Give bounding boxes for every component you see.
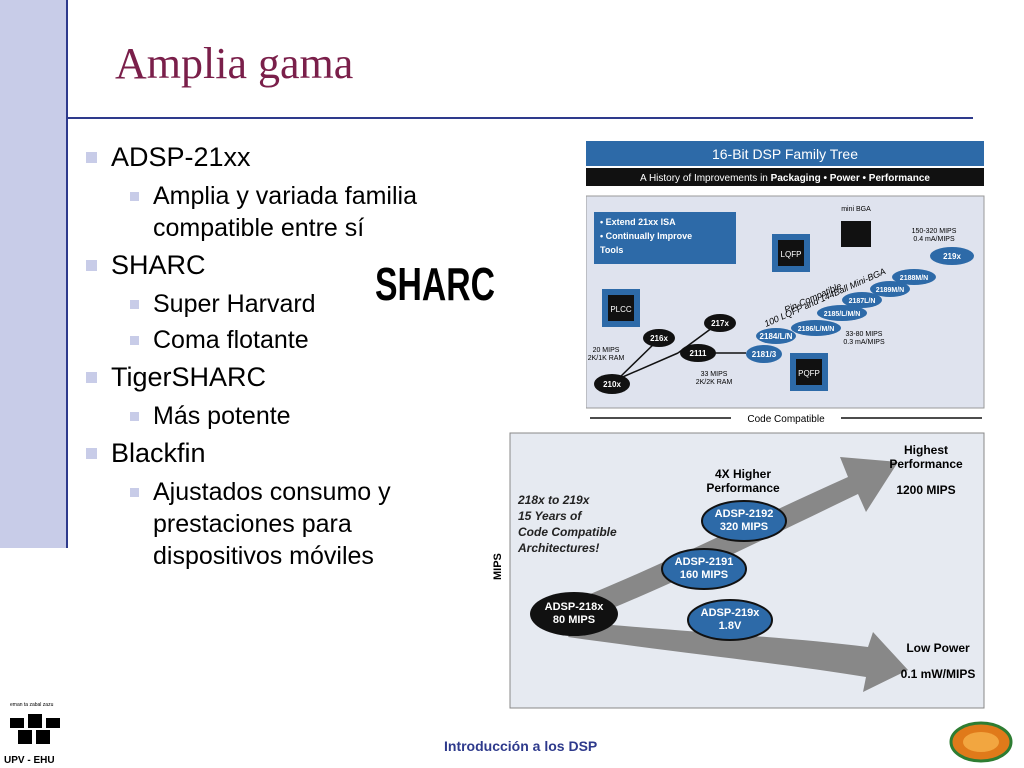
sharc-logo: SHARC [375,258,495,306]
svg-text:• Continually Improve: • Continually Improve [600,231,692,241]
chip-lqfp: LQFP [772,234,810,272]
svg-text:ADSP-218x: ADSP-218x [545,601,605,613]
bullet-square-icon [86,260,97,271]
svg-text:218x to 219x: 218x to 219x [517,493,591,507]
svg-text:33-80 MIPS: 33-80 MIPS [846,331,883,338]
svg-text:Code Compatible: Code Compatible [518,525,617,539]
svg-text:Tools: Tools [600,245,623,255]
svg-text:216x: 216x [650,334,668,343]
svg-text:20 MIPS: 20 MIPS [593,347,620,354]
bullet-adsp: ADSP-21xx [86,140,506,174]
svg-text:15 Years of: 15 Years of [518,509,582,523]
svg-text:Code Compatible: Code Compatible [747,414,825,424]
svg-text:ADSP-219x: ADSP-219x [701,607,761,619]
svg-text:Architectures!: Architectures! [517,541,599,555]
dsp-family-tree: 16-Bit DSP Family Tree A History of Impr… [586,141,985,424]
svg-text:2184/L/N: 2184/L/N [760,332,793,341]
svg-text:150-320 MIPS: 150-320 MIPS [912,228,957,235]
sub-bullet: Ajustados consumo y prestaciones para di… [130,476,506,572]
svg-text:2K/2K RAM: 2K/2K RAM [696,379,733,386]
svg-text:2186/L/M/N: 2186/L/M/N [798,326,835,333]
svg-text:PLCC: PLCC [610,305,632,314]
svg-text:Low Power: Low Power [906,641,970,655]
bullet-square-icon [86,448,97,459]
svg-text:1200 MIPS: 1200 MIPS [896,483,955,497]
bullet-square-icon [130,488,139,497]
svg-text:4X Higher: 4X Higher [715,467,771,481]
svg-text:SHARC: SHARC [375,258,495,306]
tree-header-bar [586,141,984,166]
mips-panel [509,432,985,709]
svg-text:mini BGA: mini BGA [841,206,871,213]
sub-bullet: Más potente [130,400,506,432]
svg-text:ADSP-2191: ADSP-2191 [675,556,734,568]
svg-text:33 MIPS: 33 MIPS [701,371,728,378]
svg-text:1.8V: 1.8V [719,620,742,632]
bullet-square-icon [130,336,139,345]
svg-text:217x: 217x [711,319,729,328]
upv-ehu-logo [10,714,60,744]
svg-text:2187L/N: 2187L/N [849,298,876,305]
svg-text:2188M/N: 2188M/N [900,275,928,282]
sub-bullet: Amplia y variada familia compatible entr… [130,180,506,244]
bullet-blackfin: Blackfin [86,436,506,470]
svg-text:• Extend 21xx ISA: • Extend 21xx ISA [600,217,676,227]
bullet-tigersharc: TigerSHARC [86,360,506,394]
tree-subheader-bar [586,168,984,186]
sub-bullet: Super Harvard [130,288,506,320]
arrow-down [568,622,908,692]
bullet-sharc: SHARC [86,248,506,282]
svg-text:2189M/N: 2189M/N [876,287,904,294]
svg-text:80 MIPS: 80 MIPS [553,614,595,626]
svg-text:2K/1K RAM: 2K/1K RAM [588,355,625,362]
bullet-square-icon [130,300,139,309]
svg-text:219x: 219x [943,252,961,261]
svg-text:160 MIPS: 160 MIPS [680,569,728,581]
svg-text:320 MIPS: 320 MIPS [720,521,768,533]
chip-pqfp: PQFP [790,353,828,391]
bullet-square-icon [130,412,139,421]
svg-text:PQFP: PQFP [798,369,820,378]
footer-title: Introducción a los DSP [444,738,598,754]
upv-label: UPV - EHU [4,755,55,766]
corner-logo [949,721,1013,763]
tree-nodes: 210x 216x 2111 217x 2181/3 2184/L/N 2186… [594,247,974,394]
chip-minibga [841,221,871,247]
svg-text:210x: 210x [603,380,621,389]
svg-text:Performance: Performance [706,481,780,495]
svg-text:2111: 2111 [690,349,707,358]
svg-text:0.4 mA/MIPS: 0.4 mA/MIPS [913,236,955,243]
svg-text:LQFP: LQFP [781,250,802,259]
bullet-square-icon [86,372,97,383]
bullet-square-icon [130,192,139,201]
bullet-list: ADSP-21xx Amplia y variada familia compa… [86,140,506,576]
tree-subheader: A History of Improvements in Packaging •… [640,173,930,184]
svg-text:Performance: Performance [889,457,963,471]
slide-title: Amplia gama [115,39,354,88]
mips-evolution-diagram: MIPS 218x to 219x 15 Years of Code Compa… [492,432,985,709]
title-divider [68,117,973,119]
tree-header: 16-Bit DSP Family Tree [712,146,858,162]
sidebar-band [0,0,68,548]
sub-bullet: Coma flotante [130,324,506,356]
svg-text:0.3 mA/MIPS: 0.3 mA/MIPS [843,339,885,346]
svg-text:Highest: Highest [904,443,948,457]
bullet-square-icon [86,152,97,163]
mips-axis-label: MIPS [492,553,504,580]
tree-info-box [594,212,736,264]
svg-text:0.1 mW/MIPS: 0.1 mW/MIPS [901,667,976,681]
svg-text:2185/L/M/N: 2185/L/M/N [824,311,861,318]
upv-motto: eman ta zabal zazu [10,702,54,708]
chip-plcc: PLCC [602,289,640,327]
svg-text:ADSP-2192: ADSP-2192 [715,508,774,520]
svg-text:2181/3: 2181/3 [752,350,777,359]
